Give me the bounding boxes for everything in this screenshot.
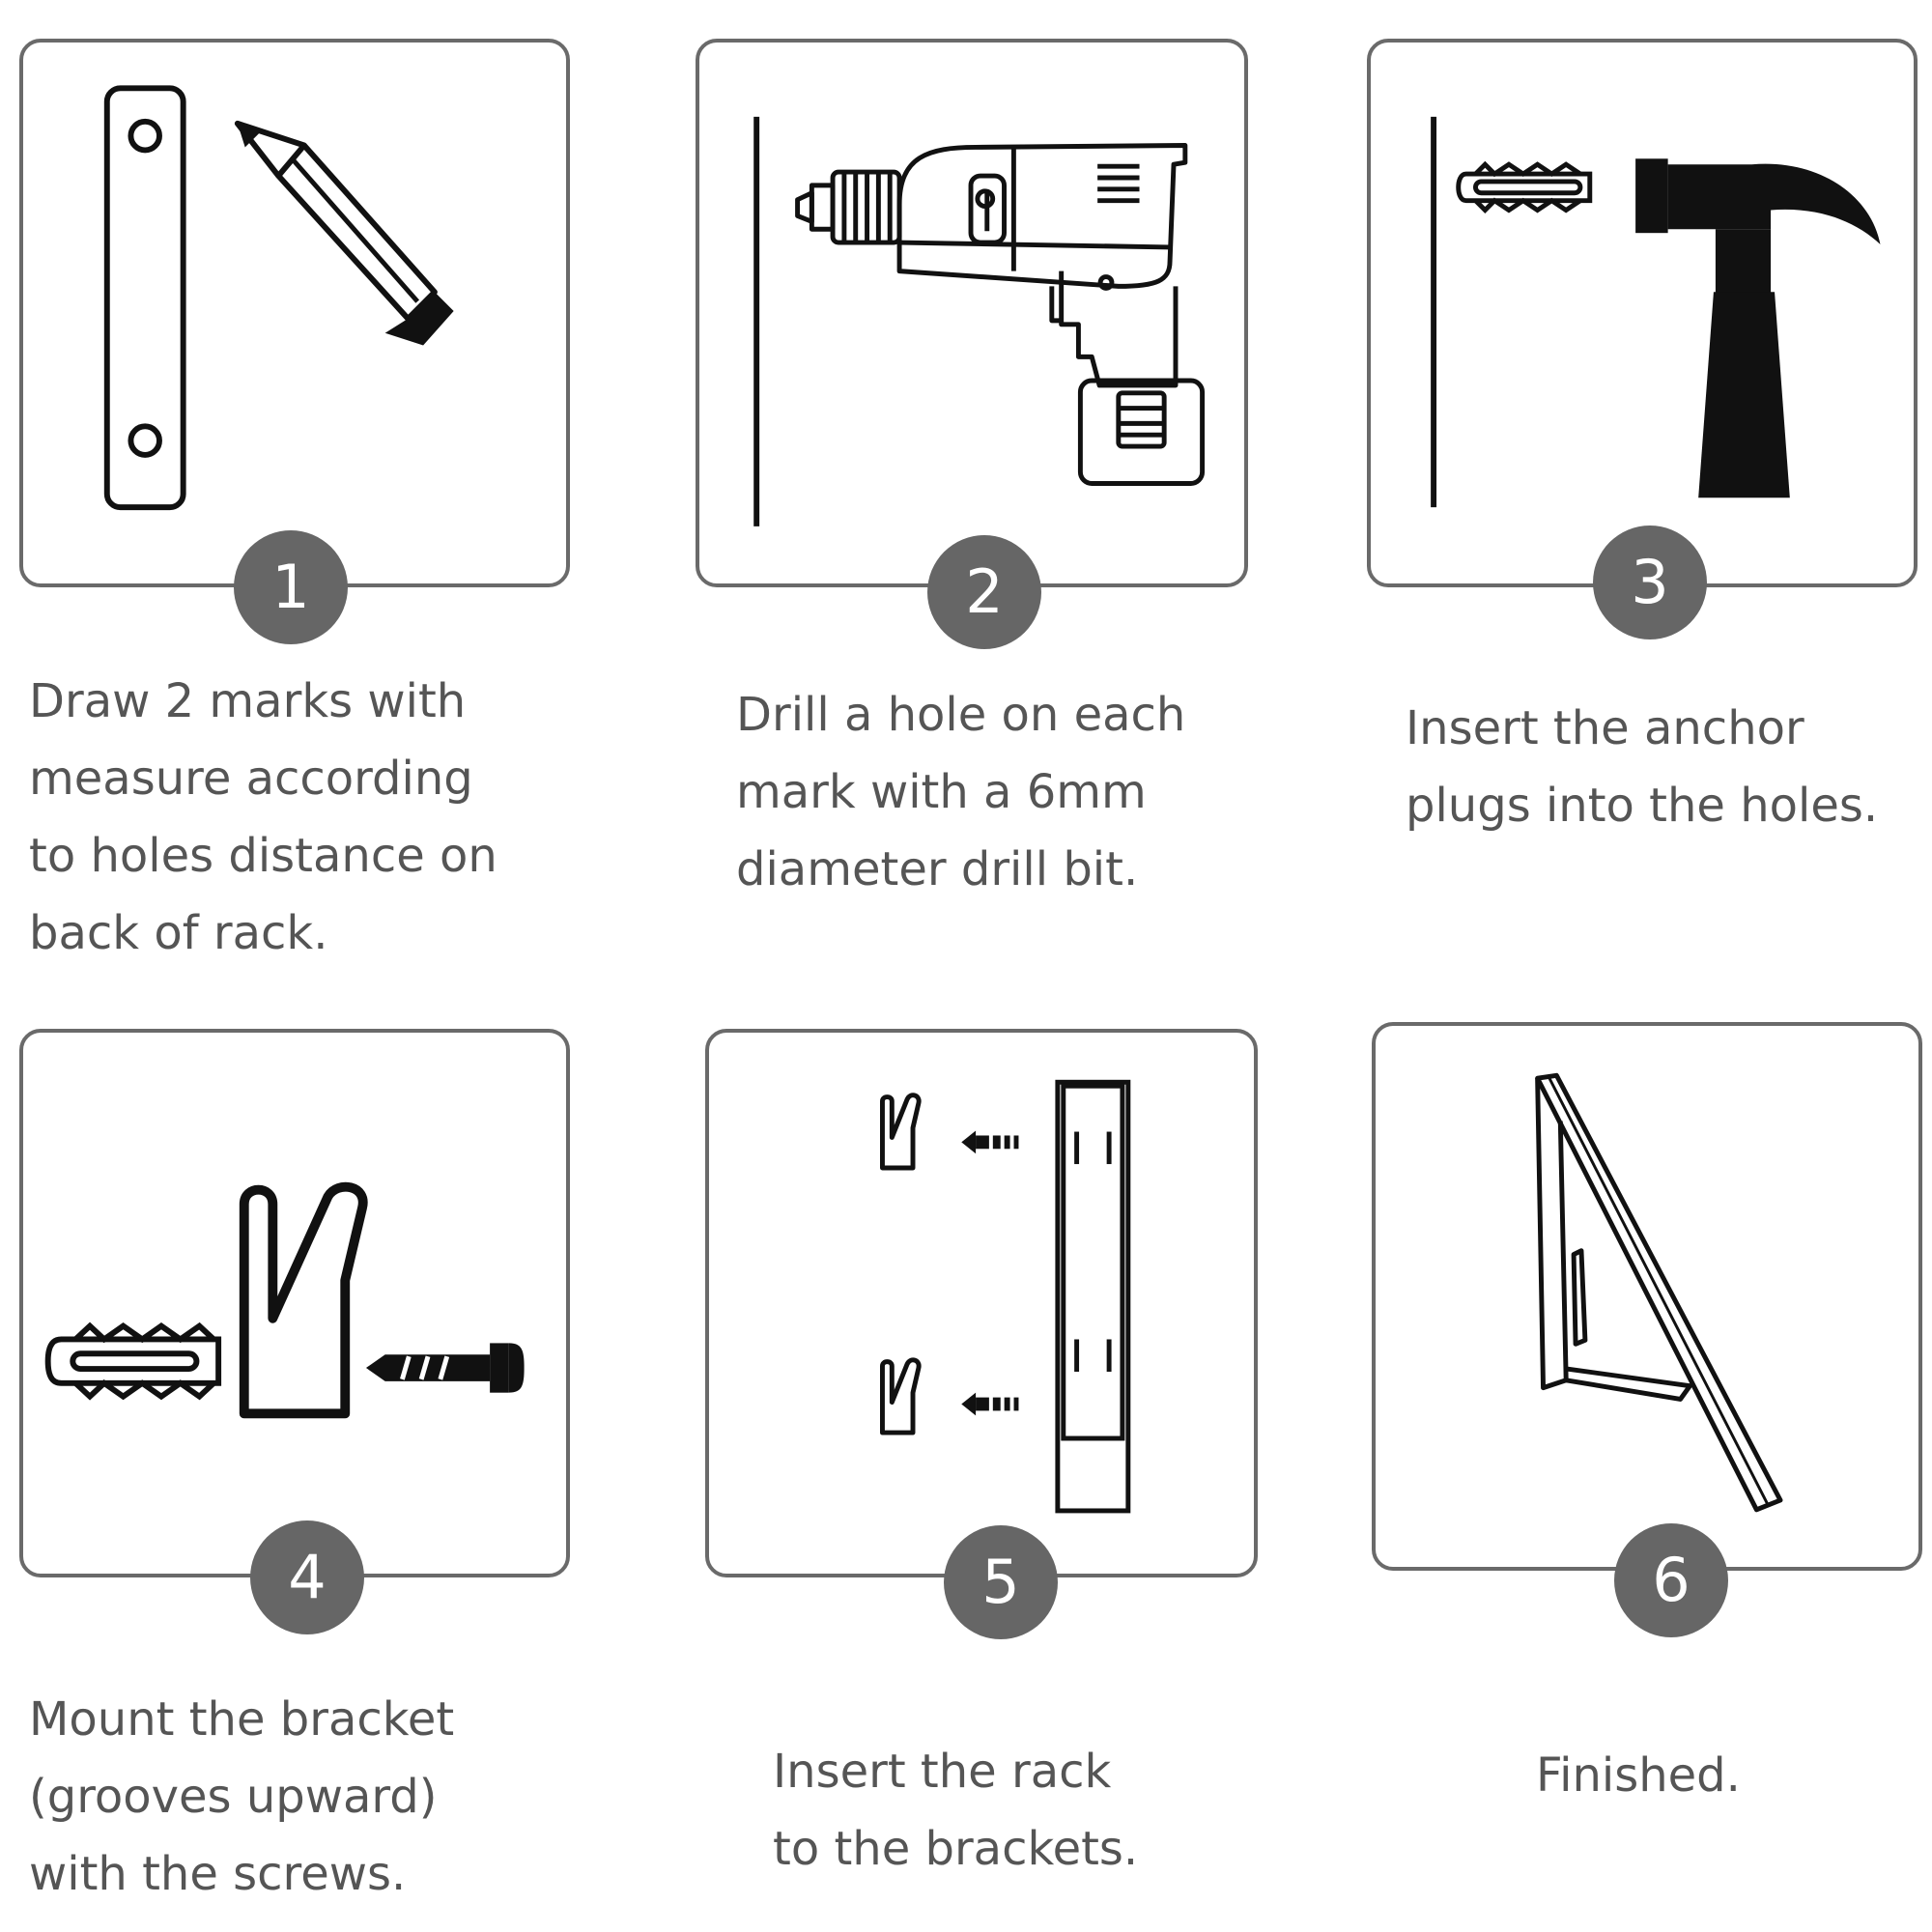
- step-4-panel: 4: [19, 1029, 570, 1634]
- folded-rack-icon: [1535, 1072, 1783, 1513]
- caption-line: back of rack.: [29, 906, 328, 960]
- drill-icon: [795, 143, 1206, 486]
- step-2-illustration: [753, 116, 1206, 526]
- arrow-left-icon: [961, 1392, 1019, 1416]
- step-6-illustration: [1535, 1072, 1783, 1513]
- step-3-badge: 3: [1593, 526, 1707, 639]
- caption-line: plugs into the holes.: [1406, 779, 1879, 833]
- hook-bracket-icon: [880, 1357, 922, 1435]
- caption-line: mark with a 6mm: [736, 765, 1147, 819]
- caption-line: Drill a hole on each: [736, 688, 1186, 742]
- anchor-plug-icon: [44, 1321, 222, 1401]
- anchor-plug-icon: [1456, 160, 1593, 214]
- step-4-illustration: [44, 1181, 525, 1419]
- caption-line: Insert the rack: [773, 1745, 1112, 1799]
- caption-line: to the brackets.: [773, 1822, 1139, 1876]
- caption-line: Finished.: [1536, 1748, 1741, 1803]
- step-1-illustration: [103, 85, 454, 511]
- step-6-caption: Finished.: [1536, 1737, 1741, 1814]
- step-2-caption: Drill a hole on each mark with a 6mm dia…: [736, 676, 1185, 908]
- step-3-caption: Insert the anchor plugs into the holes.: [1406, 690, 1878, 844]
- caption-line: with the screws.: [29, 1847, 407, 1901]
- step-3-panel: 3: [1367, 39, 1918, 639]
- caption-line: Insert the anchor: [1406, 701, 1804, 755]
- step-4-badge: 4: [250, 1520, 364, 1634]
- screw-icon: [365, 1343, 525, 1393]
- hammer-icon: [1635, 158, 1881, 498]
- step-2-badge: 2: [927, 535, 1041, 649]
- bracket-bar-icon: [103, 85, 186, 511]
- step-5-caption: Insert the rack to the brackets.: [773, 1733, 1138, 1888]
- hook-bracket-icon: [880, 1093, 922, 1171]
- step-1-panel: 1: [19, 39, 570, 644]
- caption-line: to holes distance on: [29, 829, 497, 883]
- step-5-panel: 5: [705, 1029, 1258, 1639]
- step-4-caption: Mount the bracket (grooves upward) with …: [29, 1681, 454, 1913]
- step-5-badge: 5: [944, 1525, 1058, 1639]
- caption-line: diameter drill bit.: [736, 842, 1139, 896]
- step-1-badge: 1: [234, 530, 348, 644]
- step-2-panel: 2: [696, 39, 1248, 649]
- step-6-badge: 6: [1614, 1523, 1728, 1637]
- caption-line: (grooves upward): [29, 1770, 438, 1824]
- step-6-panel: 6: [1372, 1022, 1922, 1637]
- hook-bracket-icon: [239, 1181, 368, 1419]
- step-1-caption: Draw 2 marks with measure according to h…: [29, 663, 497, 972]
- step-5-illustration: [880, 1079, 1131, 1514]
- caption-line: measure according: [29, 752, 473, 806]
- caption-line: Draw 2 marks with: [29, 674, 467, 728]
- caption-line: Mount the bracket: [29, 1692, 455, 1747]
- step-3-illustration: [1431, 116, 1881, 508]
- arrow-left-icon: [961, 1130, 1019, 1154]
- pencil-icon: [234, 120, 454, 346]
- rack-icon: [1055, 1079, 1131, 1514]
